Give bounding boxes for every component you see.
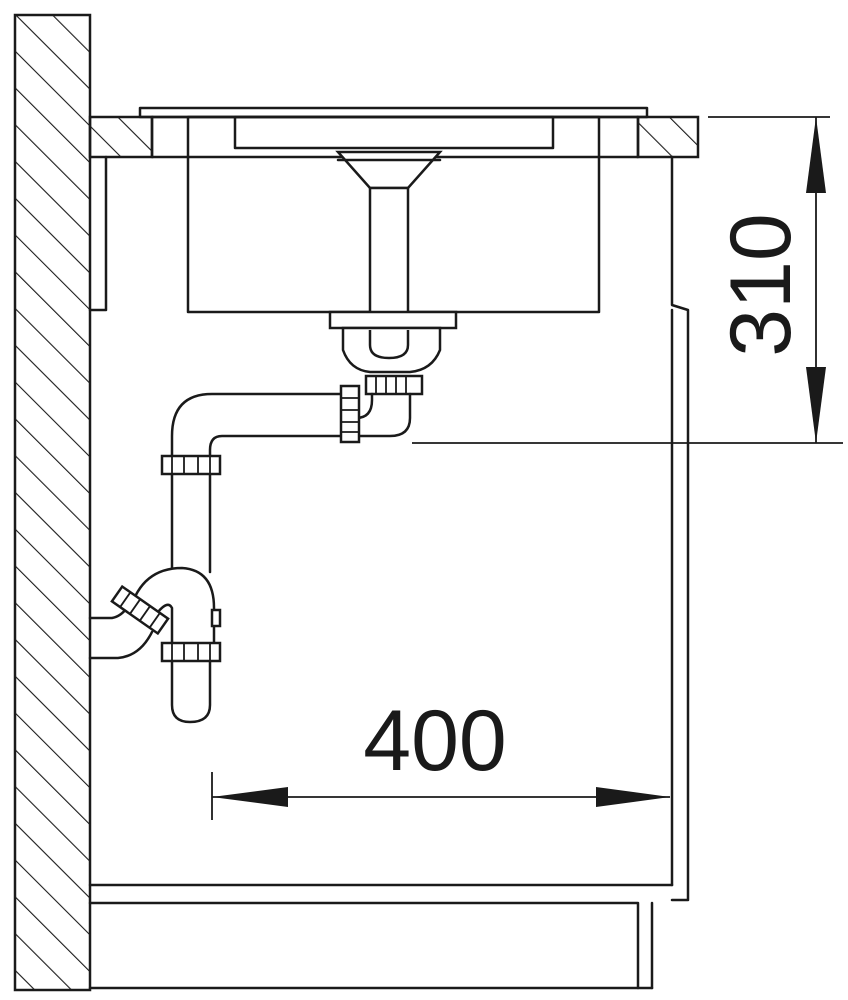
siphon-trap <box>128 566 222 724</box>
pipe-nut-upper <box>160 454 222 476</box>
countertop-right <box>636 115 700 159</box>
wall-hatched <box>13 13 92 992</box>
cabinet <box>88 155 690 990</box>
drain-pipe <box>170 392 412 574</box>
dimension-vertical: 310 <box>412 116 843 444</box>
pipe-nut-lower <box>160 641 222 663</box>
pipe-nut-angled <box>110 584 170 636</box>
sink-rim <box>138 106 649 159</box>
dimension-vertical-value: 310 <box>713 213 809 357</box>
countertop-left <box>88 115 154 159</box>
dimension-horizontal-value: 400 <box>363 693 507 789</box>
drain-nut <box>364 374 424 396</box>
drain-fitting <box>328 310 458 374</box>
pipe-nut-horizontal <box>339 384 361 444</box>
dimension-horizontal: 400 <box>211 693 670 820</box>
